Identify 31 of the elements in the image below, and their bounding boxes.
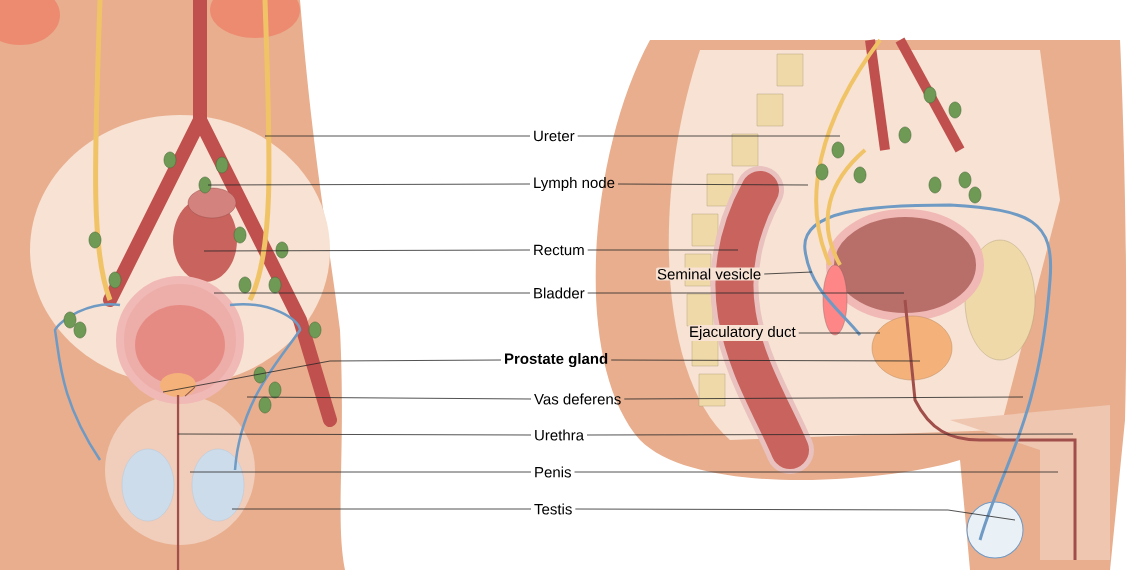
leader-line: [763, 271, 813, 275]
part-label: Lymph node: [534, 177, 615, 191]
part-label: Seminal vesicle: [656, 267, 763, 281]
leader-line: [574, 471, 1059, 473]
leader-line: [623, 396, 1024, 400]
part-label: Ejaculatory duct: [688, 325, 797, 341]
part-label: Testis: [534, 503, 572, 515]
leader-line: [213, 292, 531, 294]
leader-line: [189, 471, 532, 473]
part-label: Urethra: [535, 429, 584, 441]
leader-line: [586, 433, 1074, 436]
leader-line: [177, 433, 532, 436]
leader-line: [264, 135, 531, 137]
part-label: Prostate gland: [505, 353, 608, 368]
leader-line: [577, 135, 841, 137]
leader-line: [617, 183, 809, 186]
part-label: Penis: [535, 466, 571, 478]
leader-line: [231, 508, 532, 510]
part-label: Bladder: [534, 287, 585, 299]
leader-line: [207, 183, 531, 186]
leader-line: [587, 292, 905, 294]
leader-line: [610, 359, 921, 362]
part-label: Ureter: [534, 130, 575, 142]
leader-line: [798, 332, 881, 334]
leader-line: [574, 508, 1016, 521]
leader-line: [203, 249, 531, 252]
part-label: Vas deferens: [534, 393, 621, 405]
part-label: Rectum: [534, 244, 584, 256]
leader-line: [246, 396, 532, 400]
leader-line: [587, 249, 739, 251]
leader-line: [162, 359, 502, 393]
